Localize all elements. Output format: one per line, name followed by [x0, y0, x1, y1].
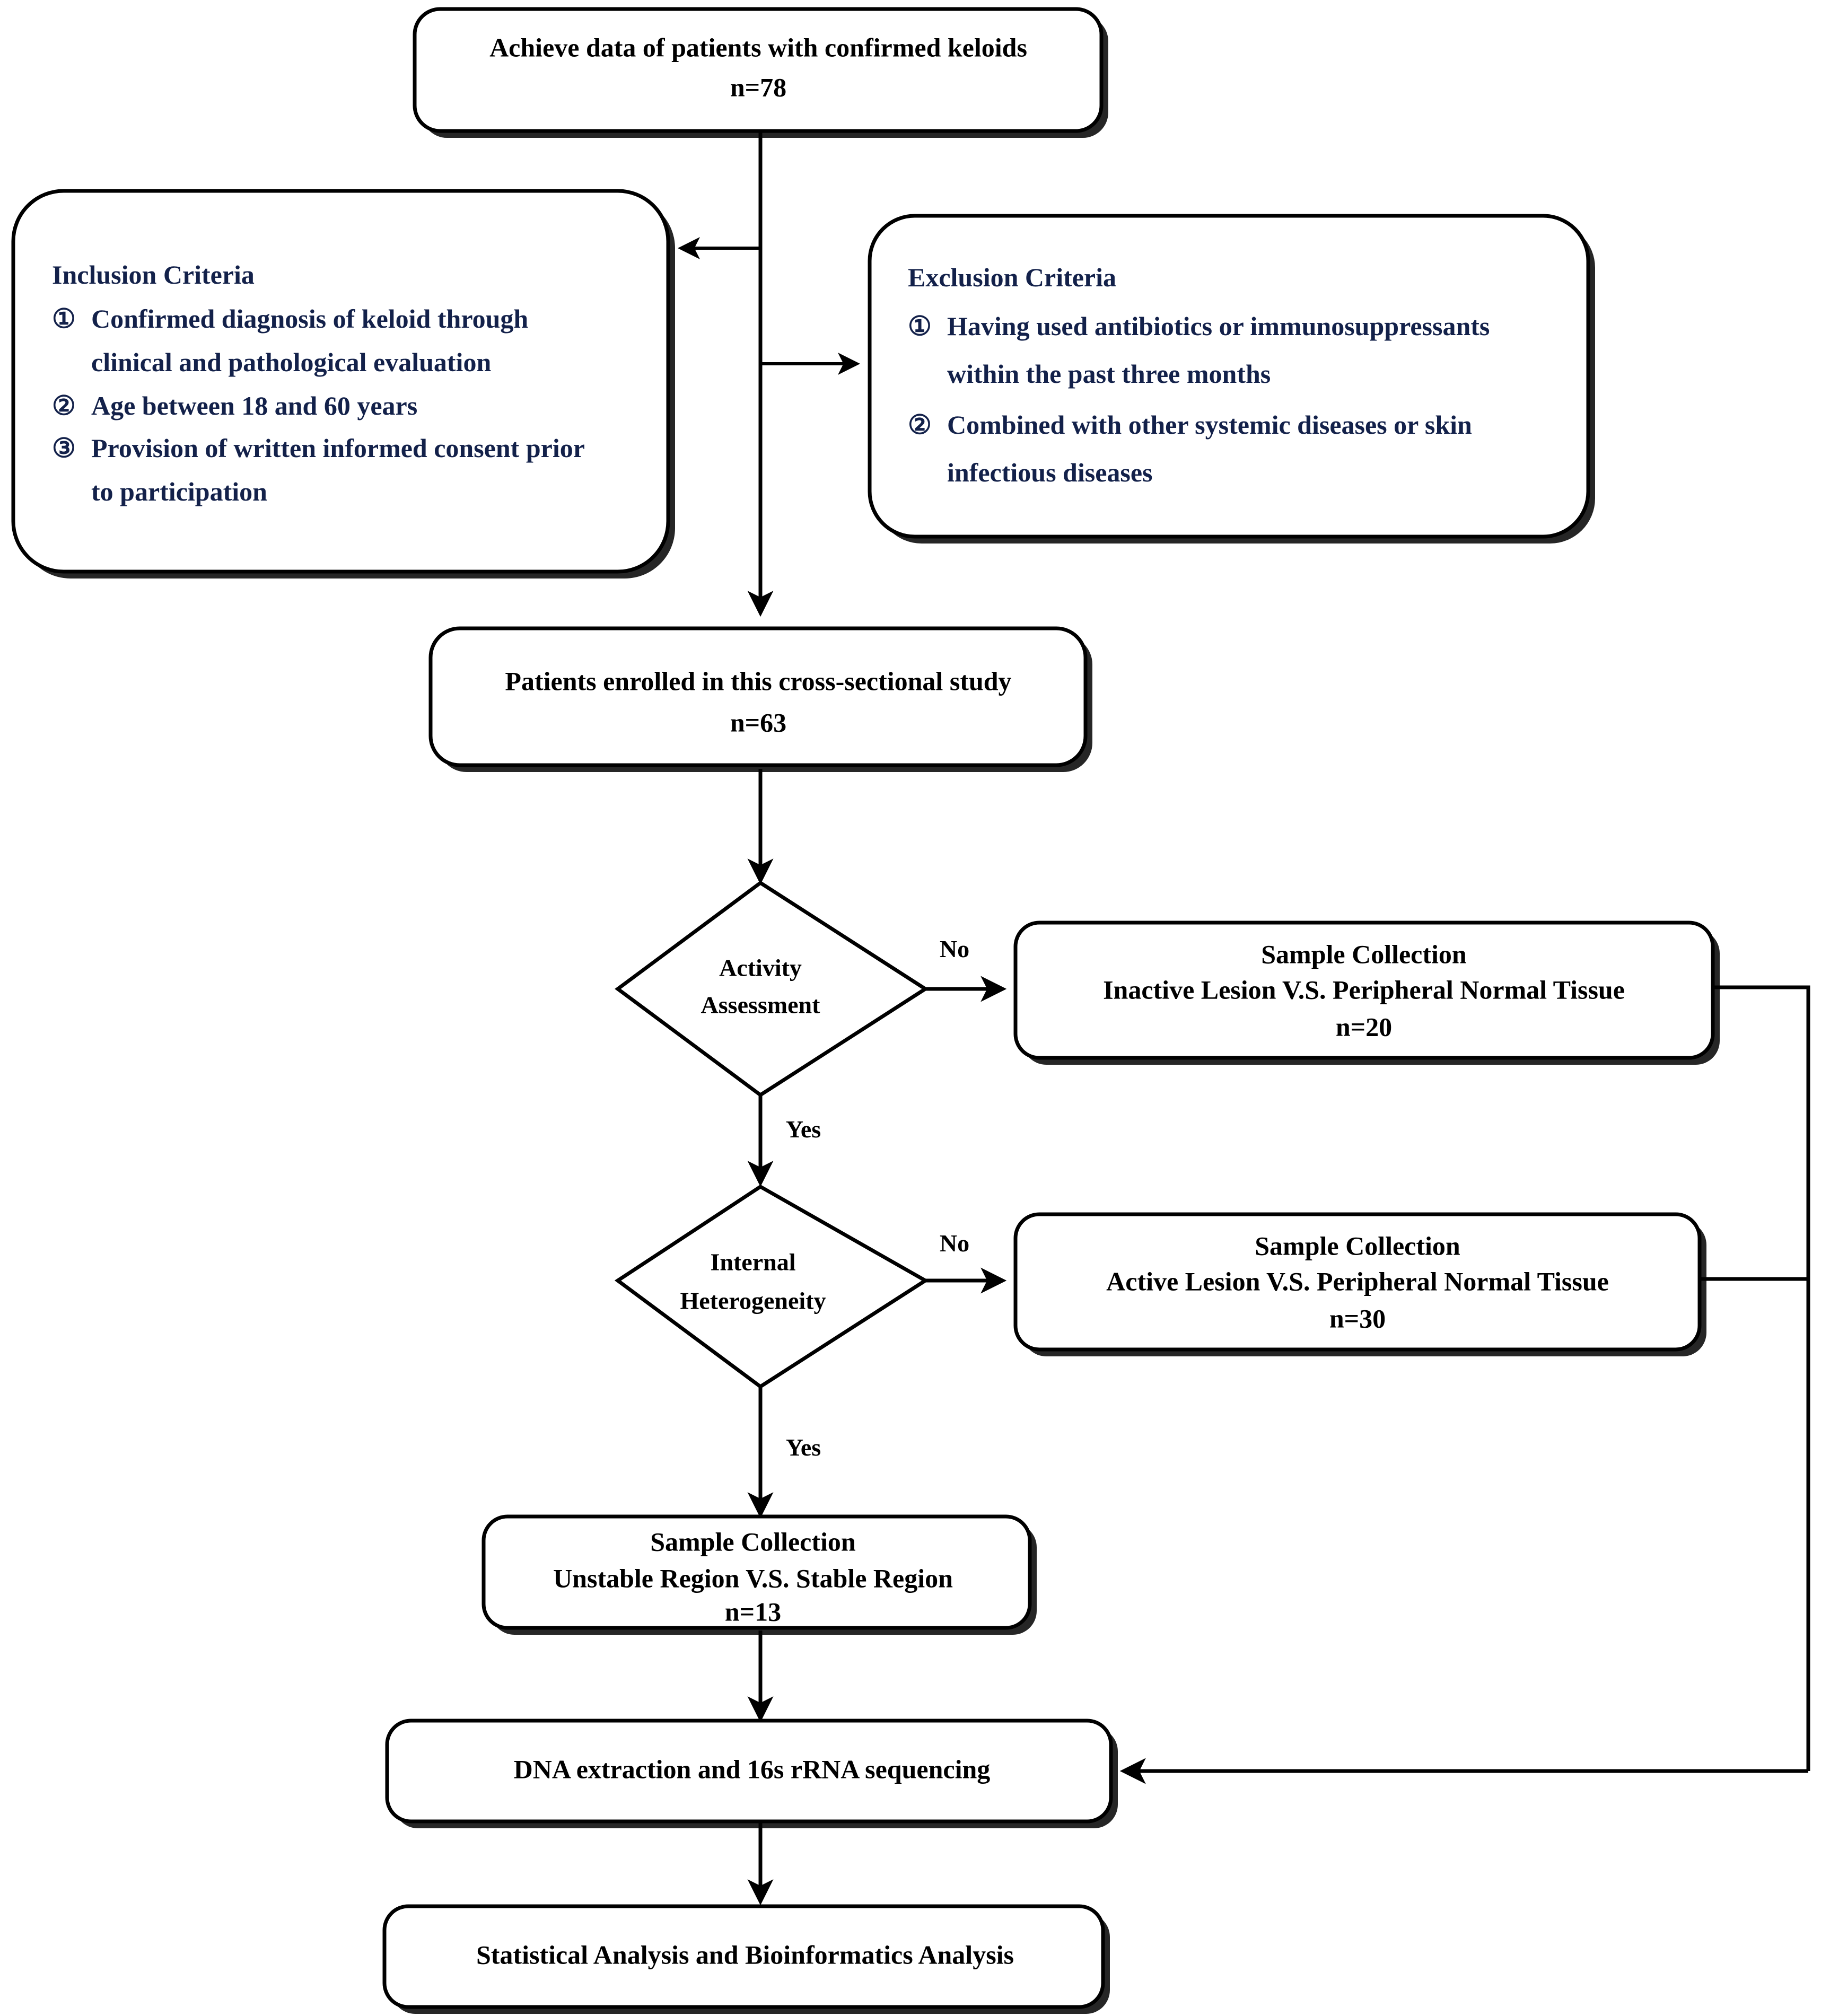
source-line2: n=78 [730, 72, 786, 102]
label-heterogeneity-yes: Yes [786, 1434, 821, 1461]
connector-layer [678, 132, 1810, 1906]
exclusion-item-2-marker: ② [908, 410, 932, 440]
node-activity-assessment: Activity Assessment [615, 880, 929, 1098]
edge-label-layer: No Yes No Yes [786, 935, 969, 1461]
dna-extraction-line1: DNA extraction and 16s rRNA sequencing [514, 1754, 991, 1784]
inclusion-item-1-line2: clinical and pathological evaluation [91, 347, 491, 377]
sample-active-line3: n=30 [1329, 1303, 1386, 1333]
exclusion-item-1-line1: Having used antibiotics or immunosuppres… [947, 311, 1490, 341]
exclusion-item-2-line2: infectious diseases [947, 458, 1153, 487]
sample-inactive-line2: Inactive Lesion V.S. Peripheral Normal T… [1103, 975, 1625, 1004]
node-dna-extraction: DNA extraction and 16s rRNA sequencing [385, 1719, 1118, 1828]
inclusion-item-2-line1: Age between 18 and 60 years [91, 391, 417, 420]
node-enrolled: Patients enrolled in this cross-sectiona… [428, 626, 1092, 772]
activity-line1: Activity [719, 954, 802, 981]
node-source: Achieve data of patients with confirmed … [413, 7, 1108, 138]
exclusion-item-2-line1: Combined with other systemic diseases or… [947, 410, 1472, 440]
sample-unstable-line3: n=13 [725, 1597, 781, 1626]
inclusion-item-3-line2: to participation [91, 477, 267, 506]
inclusion-item-3-line1: Provision of written informed consent pr… [91, 433, 585, 463]
exclusion-item-1-line2: within the past three months [947, 359, 1271, 389]
enrolled-line1: Patients enrolled in this cross-sectiona… [505, 666, 1011, 696]
node-statistical-analysis: Statistical Analysis and Bioinformatics … [382, 1904, 1110, 2014]
node-sample-unstable: Sample Collection Unstable Region V.S. S… [481, 1514, 1037, 1635]
statistical-analysis-line1: Statistical Analysis and Bioinformatics … [476, 1940, 1014, 1969]
label-activity-yes: Yes [786, 1116, 821, 1143]
label-heterogeneity-no: No [940, 1230, 969, 1257]
exclusion-heading: Exclusion Criteria [908, 262, 1116, 292]
node-exclusion-criteria: Exclusion Criteria ① Having used antibio… [868, 214, 1595, 544]
source-line1: Achieve data of patients with confirmed … [489, 32, 1027, 62]
label-activity-no: No [940, 935, 969, 962]
inclusion-item-2-marker: ② [52, 391, 76, 420]
sample-active-line2: Active Lesion V.S. Peripheral Normal Tis… [1106, 1266, 1609, 1296]
node-sample-inactive: Sample Collection Inactive Lesion V.S. P… [1013, 921, 1720, 1065]
exclusion-item-1-marker: ① [908, 311, 932, 341]
enrolled-line2: n=63 [730, 707, 786, 737]
heterogeneity-line1: Internal [711, 1249, 796, 1276]
edge-inactive-return-bus [1713, 985, 1810, 1771]
inclusion-item-3-marker: ③ [52, 433, 76, 463]
inclusion-heading: Inclusion Criteria [52, 260, 255, 290]
node-internal-heterogeneity: Internal Heterogeneity [614, 1184, 929, 1389]
inclusion-item-1-line1: Confirmed diagnosis of keloid through [91, 304, 528, 334]
heterogeneity-line2: Heterogeneity [680, 1287, 826, 1314]
activity-line2: Assessment [701, 992, 821, 1019]
node-inclusion-criteria: Inclusion Criteria ① Confirmed diagnosis… [11, 189, 675, 578]
node-sample-active: Sample Collection Active Lesion V.S. Per… [1013, 1212, 1706, 1356]
sample-unstable-line1: Sample Collection [650, 1527, 856, 1556]
inclusion-item-1-marker: ① [52, 304, 76, 334]
sample-inactive-line1: Sample Collection [1261, 939, 1467, 969]
sample-active-line1: Sample Collection [1255, 1231, 1460, 1260]
sample-unstable-line2: Unstable Region V.S. Stable Region [553, 1563, 953, 1593]
sample-inactive-line3: n=20 [1336, 1012, 1392, 1041]
